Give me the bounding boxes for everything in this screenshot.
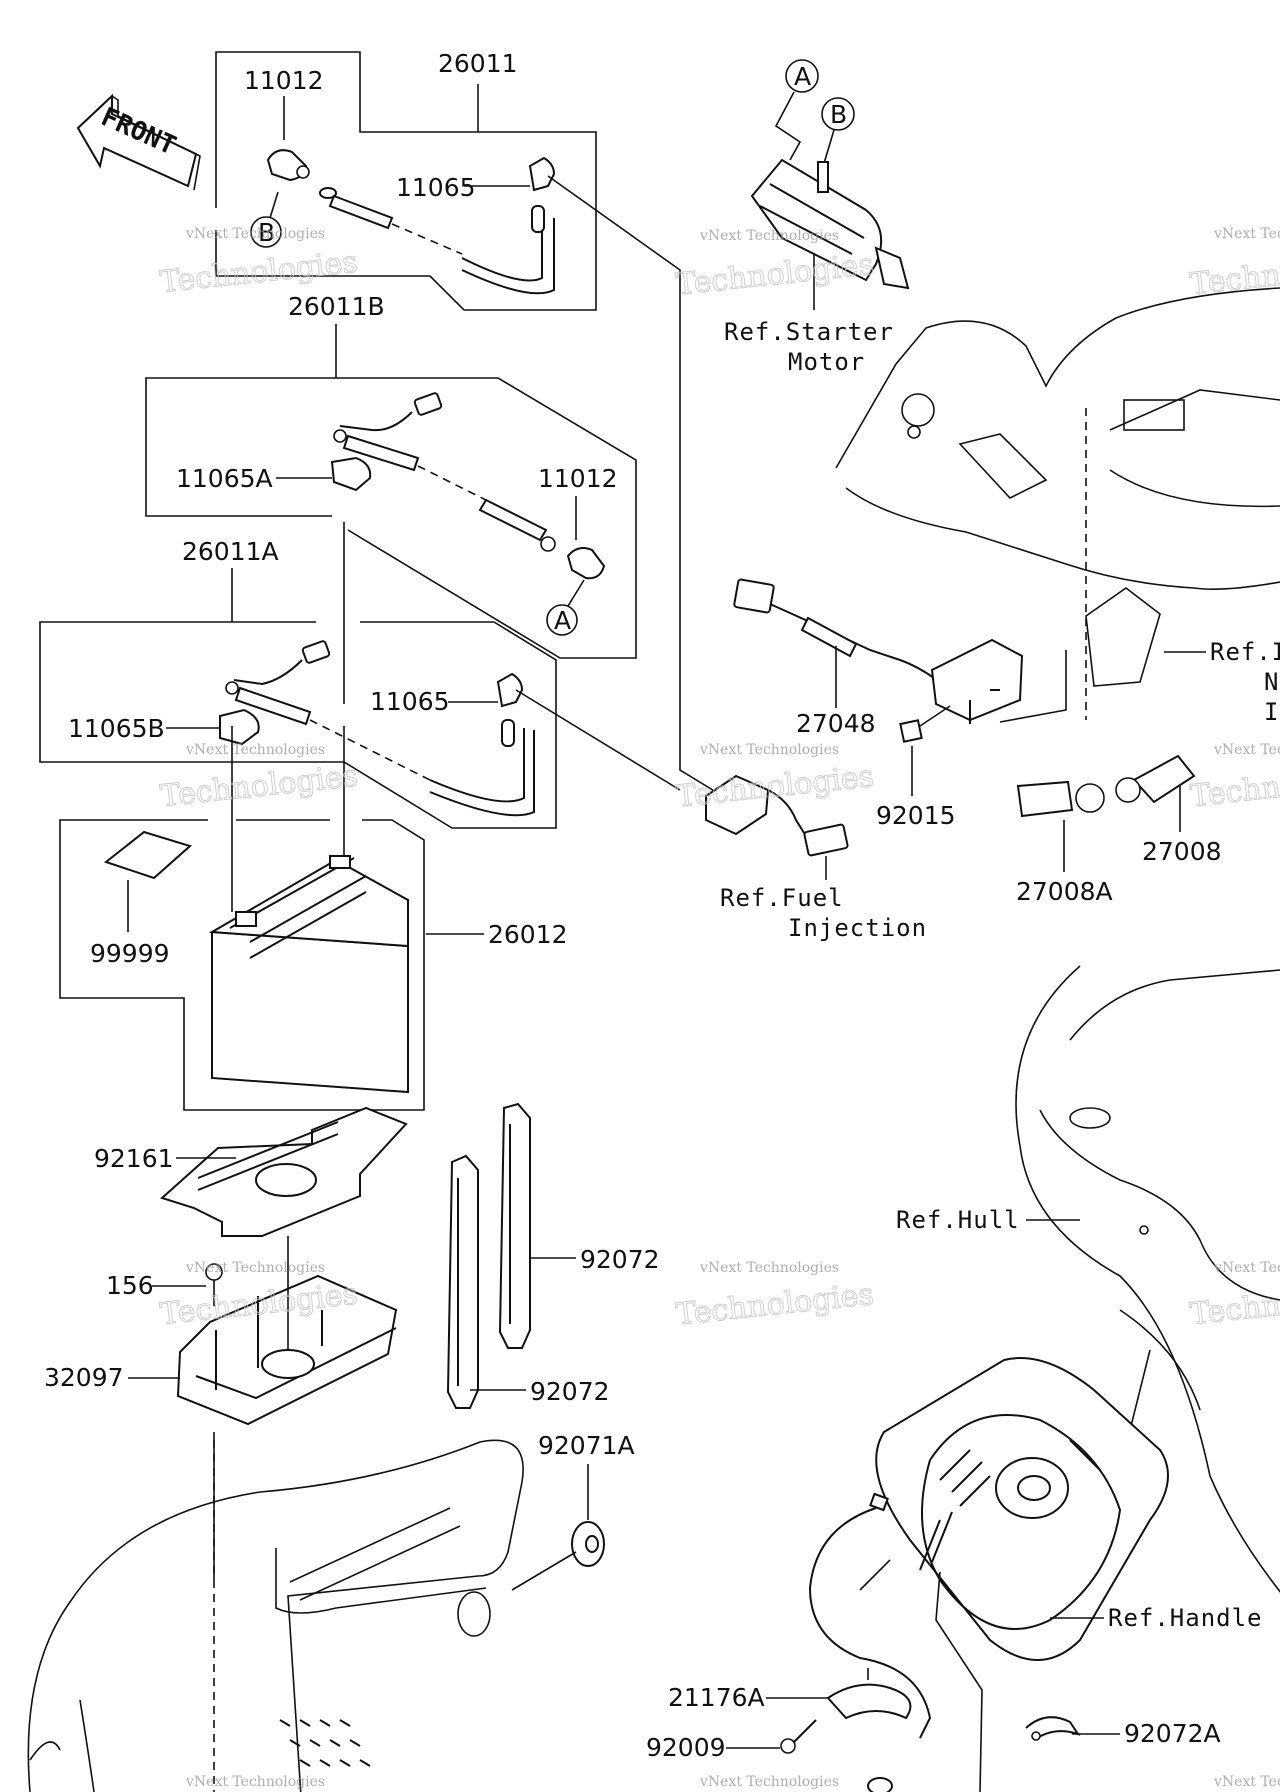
ref-starter-line1: Ref.Starter bbox=[724, 318, 894, 346]
svg-text:Technologies: Technologies bbox=[1188, 1277, 1280, 1333]
part-11065-low: 11065 bbox=[370, 687, 450, 716]
part-26011: 26011 bbox=[438, 49, 518, 78]
watermark-8: vNext Technologies Technologies bbox=[674, 1260, 876, 1333]
keys: 27008A 27008 bbox=[1016, 754, 1222, 906]
callout-a-top: A bbox=[794, 62, 811, 91]
svg-text:vNext Technologies: vNext Technologies bbox=[1213, 226, 1280, 242]
part-11065B: 11065B bbox=[68, 714, 165, 743]
part-156: 156 bbox=[106, 1271, 154, 1300]
hull-lower-left bbox=[27, 1432, 524, 1792]
ref-handle: Ref.Handle bbox=[1108, 1604, 1263, 1632]
ref-right-cut3: I bbox=[1264, 698, 1279, 726]
svg-text:Technologies: Technologies bbox=[159, 759, 360, 815]
group-26011A: 26011A 11065 11065B bbox=[39, 537, 681, 829]
watermark-4: vNext Technologies Technologies bbox=[158, 742, 360, 815]
svg-text:vNext Technologies: vNext Technologies bbox=[699, 742, 839, 758]
handle-plate: Ref.Handle bbox=[875, 1357, 1263, 1661]
callout-b-top: B bbox=[258, 218, 275, 247]
ref-fuel-line1: Ref.Fuel bbox=[720, 884, 844, 912]
part-92009-label: 92009 bbox=[646, 1733, 726, 1762]
callout-b-starter: B bbox=[830, 100, 847, 129]
part-92009: 92009 bbox=[646, 1719, 893, 1792]
svg-text:vNext Technologies: vNext Technologies bbox=[1213, 742, 1280, 758]
part-92161: 92161 bbox=[94, 1144, 174, 1173]
svg-text:vNext Technologies: vNext Technologies bbox=[185, 1774, 325, 1790]
part-92072-a: 92072 bbox=[580, 1245, 660, 1274]
part-26012: 26012 bbox=[488, 920, 568, 949]
ref-starter-line2: Motor bbox=[788, 348, 865, 376]
part-27008-label: 27008 bbox=[1142, 837, 1222, 866]
part-21176A: 21176A bbox=[668, 1492, 983, 1792]
svg-text:vNext Technologies: vNext Technologies bbox=[1213, 1260, 1280, 1276]
svg-text:vNext Technologies: vNext Technologies bbox=[699, 1260, 839, 1276]
ref-right-cut: Ref.I bbox=[1210, 638, 1280, 666]
watermark-11: vNext Technologies bbox=[699, 1774, 839, 1790]
part-26011B: 26011B bbox=[288, 292, 385, 321]
svg-text:vNext Technologies: vNext Technologies bbox=[1213, 1774, 1280, 1790]
svg-text:vNext Technologies: vNext Technologies bbox=[185, 226, 325, 242]
part-92071A-label: 92071A bbox=[538, 1431, 635, 1460]
part-92072A: 92072A bbox=[1025, 1716, 1221, 1748]
part-99999: 99999 bbox=[90, 939, 170, 968]
watermark-9: vNext Technologies Technologies bbox=[1188, 1260, 1280, 1333]
part-92072-straps: 92072 92072 bbox=[446, 1102, 660, 1409]
battery-group: 99999 26012 bbox=[59, 726, 568, 1111]
ref-right-cut2: N bbox=[1264, 668, 1279, 696]
fuel-relay: Ref.Fuel Injection bbox=[705, 774, 927, 942]
part-92015-label: 92015 bbox=[876, 801, 956, 830]
svg-text:vNext Technologies: vNext Technologies bbox=[185, 742, 325, 758]
svg-text:vNext Technologies: vNext Technologies bbox=[699, 1774, 839, 1790]
part-11065A: 11065A bbox=[176, 464, 273, 493]
svg-text:vNext Technologies: vNext Technologies bbox=[185, 1260, 325, 1276]
svg-text:Technologies: Technologies bbox=[675, 759, 876, 815]
svg-text:vNext Technologies: vNext Technologies bbox=[699, 228, 839, 244]
part-92161-plate: 92161 bbox=[94, 1106, 408, 1237]
ref-hull: Ref.Hull bbox=[896, 1206, 1020, 1234]
group-26011B: 26011B 11065A 11012 A bbox=[145, 292, 637, 659]
group-26011: 26011 11012 11065 B bbox=[215, 49, 717, 793]
part-21176A-label: 21176A bbox=[668, 1683, 765, 1712]
part-92071A: 92071A bbox=[511, 1431, 635, 1591]
part-92072A-label: 92072A bbox=[1124, 1719, 1221, 1748]
svg-text:Technologies: Technologies bbox=[1188, 247, 1280, 303]
part-27048: 27048 92015 bbox=[733, 578, 1024, 830]
hull-right: Ref.Hull bbox=[896, 965, 1280, 1593]
part-32097-tray: 156 32097 bbox=[44, 1236, 398, 1426]
part-26011A: 26011A bbox=[182, 537, 279, 566]
watermark-10: vNext Technologies bbox=[185, 1774, 325, 1790]
engine-hood: Ref.I N I bbox=[835, 287, 1280, 726]
watermark-6: vNext Technologies Technologies bbox=[1188, 742, 1280, 815]
starter-motor: A B Ref.Starter Motor bbox=[724, 59, 910, 376]
ref-fuel-line2: Injection bbox=[788, 914, 927, 942]
watermark-12: vNext Technologies bbox=[1213, 1774, 1280, 1790]
svg-text:Technologies: Technologies bbox=[674, 247, 875, 303]
part-27008A-label: 27008A bbox=[1016, 877, 1113, 906]
part-11065-top: 11065 bbox=[396, 173, 476, 202]
svg-text:Technologies: Technologies bbox=[1189, 759, 1280, 815]
svg-text:Technologies: Technologies bbox=[674, 1277, 875, 1333]
front-arrow-icon: FRONT bbox=[76, 93, 201, 191]
part-11012-mid: 11012 bbox=[538, 464, 618, 493]
part-32097: 32097 bbox=[44, 1363, 124, 1392]
part-11012-top: 11012 bbox=[244, 66, 324, 95]
watermark-3: vNext Technologies Technologies bbox=[1188, 226, 1280, 303]
callout-a-mid: A bbox=[554, 606, 571, 635]
part-92072-b: 92072 bbox=[530, 1377, 610, 1406]
watermark-1: vNext Technologies Technologies bbox=[158, 226, 360, 301]
watermark-5: vNext Technologies Technologies bbox=[674, 742, 876, 815]
part-27048-label: 27048 bbox=[796, 709, 876, 738]
